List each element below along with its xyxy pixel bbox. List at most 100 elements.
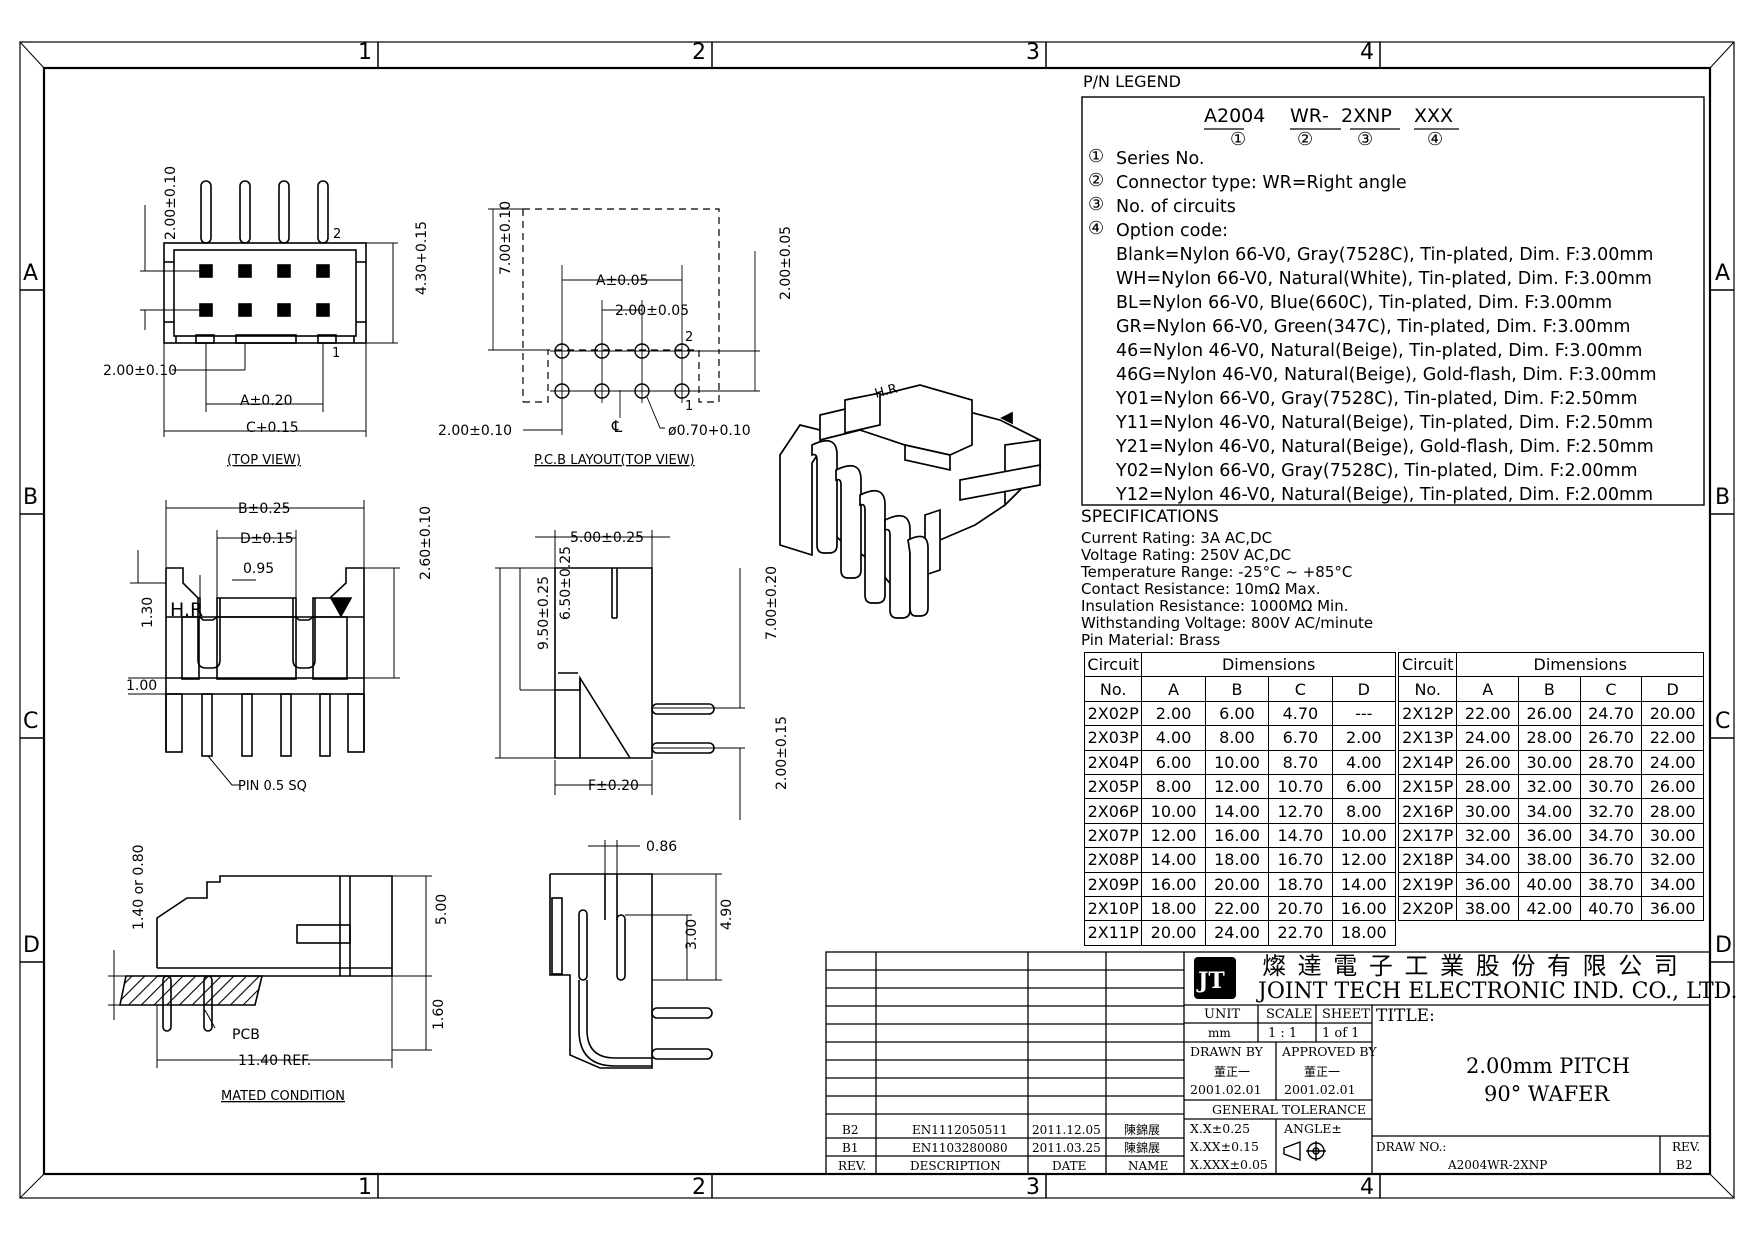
th-b: B — [1204, 676, 1270, 702]
dimension-cell: 36.70 — [1579, 847, 1643, 873]
legend-option-line: Blank=Nylon 66-V0, Gray(7528C), Tin-plat… — [1116, 245, 1654, 265]
th-no: No. — [1397, 676, 1458, 702]
marker-4: ④ — [1427, 129, 1444, 150]
spec-line: Pin Material: Brass — [1081, 631, 1221, 649]
marker-3: ③ — [1357, 129, 1374, 150]
dimension-cell: 6.00 — [1204, 700, 1270, 727]
pcb-dim-7-00: 7.00±0.10 — [498, 201, 514, 275]
part-code-circuits: 2XNP — [1341, 105, 1392, 127]
tv-dim-4-30: 4.30+0.15 — [414, 221, 430, 295]
company-name-cn: 燦 達 電 子 工 業 股 份 有 限 公 司 — [1262, 952, 1680, 980]
th-d: D — [1641, 676, 1704, 702]
unit-label: UNIT — [1204, 1007, 1241, 1022]
dimension-cell: 38.00 — [1518, 847, 1581, 873]
dimension-cell: 20.70 — [1268, 895, 1333, 922]
top-view-drawing — [140, 180, 398, 437]
dimension-cell: 4.70 — [1268, 700, 1333, 727]
fv-pin-label: PIN 0.5 SQ — [238, 779, 307, 794]
inner-frame — [42, 66, 1712, 1176]
marker-2: ② — [1297, 129, 1314, 150]
tv-dim-c: C+0.15 — [246, 420, 299, 436]
spec-line: Current Rating: 3A AC,DC — [1081, 529, 1273, 547]
drawn-date: 2001.02.01 — [1190, 1082, 1262, 1097]
spec-line: Withstanding Voltage: 800V AC/minute — [1081, 614, 1374, 632]
drawing-title-line1: 2.00mm PITCH — [1466, 1054, 1631, 1078]
dimension-cell: 16.70 — [1268, 847, 1333, 873]
dimension-cell: 4.00 — [1141, 725, 1206, 751]
general-tolerance-label: GENERAL TOLERANCE — [1212, 1102, 1366, 1117]
th-circuit: Circuit — [1083, 651, 1143, 678]
dimension-cell: 2.00 — [1141, 700, 1206, 727]
zone-col-1-bottom: 1 — [358, 1175, 372, 1200]
dimension-cell: 2.00 — [1331, 725, 1397, 751]
dimension-cell: 12.70 — [1268, 798, 1333, 824]
zone-col-2-bottom: 2 — [692, 1175, 706, 1200]
zone-col-3-bottom: 3 — [1026, 1175, 1040, 1200]
dimension-cell: 22.00 — [1204, 895, 1270, 922]
sv-dim-f: F±0.20 — [588, 778, 639, 794]
legend-option-line: Y02=Nylon 66-V0, Gray(7528C), Tin-plated… — [1116, 461, 1638, 481]
outer-frame — [19, 41, 1735, 1199]
dimension-cell: 18.00 — [1141, 895, 1206, 922]
legend-option-line: 46=Nylon 46-V0, Natural(Beige), Tin-plat… — [1116, 341, 1643, 361]
dimension-cell: 30.00 — [1518, 749, 1581, 775]
circuit-cell: 2X07P — [1083, 822, 1143, 849]
th-a: A — [1141, 676, 1206, 702]
zone-row-a-right: A — [1715, 261, 1731, 286]
sv-dim-950: 9.50±0.25 — [536, 576, 552, 650]
angle-label: ANGLE± — [1284, 1121, 1342, 1136]
zone-col-3-top: 3 — [1026, 40, 1040, 65]
scale-value: 1 : 1 — [1268, 1026, 1298, 1041]
draw-no-label: DRAW NO.: — [1376, 1140, 1447, 1154]
dimension-cell: 8.70 — [1268, 749, 1333, 775]
circuit-cell: 2X18P — [1397, 847, 1458, 873]
spec-line: Temperature Range: -25°C ~ +85°C — [1081, 563, 1353, 581]
tolerance-1: X.X±0.25 — [1190, 1121, 1251, 1136]
approved-by-label: APPROVED BY — [1282, 1044, 1377, 1059]
pcb-dim-2-00-10: 2.00±0.10 — [438, 423, 512, 439]
dimension-cell: 30.70 — [1579, 773, 1643, 800]
company-logo: JT — [1194, 957, 1236, 999]
dimension-cell: 20.00 — [1641, 700, 1704, 727]
dimension-cell: 26.70 — [1579, 725, 1643, 751]
title-label: TITLE: — [1376, 1006, 1435, 1026]
pcb-dim-hole: ø0.70+0.10 — [668, 423, 751, 439]
rev-label: REV. — [1672, 1140, 1701, 1154]
dimension-cell: --- — [1331, 700, 1397, 727]
fv-dim-095: 0.95 — [243, 561, 274, 577]
pcb-dim-a: A±0.05 — [596, 273, 648, 289]
sheet-label: SHEET — [1322, 1007, 1370, 1022]
circuit-cell: 2X15P — [1397, 773, 1458, 800]
dimension-cell: 26.00 — [1456, 749, 1520, 775]
part-code-option: XXX — [1414, 105, 1454, 127]
dimension-cell: 32.00 — [1518, 773, 1581, 800]
dimension-cell: 10.00 — [1331, 822, 1397, 849]
zone-row-a-left: A — [23, 261, 39, 286]
pcb-layout-drawing — [488, 208, 760, 435]
approved-by-name: 董正一 — [1304, 1065, 1341, 1079]
dimension-cell: 34.00 — [1641, 871, 1704, 897]
th-dimensions: Dimensions — [1456, 651, 1704, 678]
mv-pcb-label: PCB — [232, 1027, 260, 1043]
dimension-cell: 8.00 — [1141, 773, 1206, 800]
dimension-cell: 6.00 — [1331, 773, 1397, 800]
legend-line: Option code: — [1116, 221, 1229, 241]
legend-option-line: Y11=Nylon 46-V0, Natural(Beige), Tin-pla… — [1116, 413, 1654, 433]
dimension-cell: 40.70 — [1579, 895, 1643, 922]
circuit-cell: 2X12P — [1397, 700, 1458, 727]
dimension-cell: 28.00 — [1456, 773, 1520, 800]
dimension-cell: 18.00 — [1204, 847, 1270, 873]
dimension-cell: 22.70 — [1268, 920, 1333, 946]
circuit-cell: 2X17P — [1397, 822, 1458, 849]
circuit-cell: 2X10P — [1083, 895, 1143, 922]
sheet-value: 1 of 1 — [1322, 1026, 1360, 1041]
legend-marker-1: ① — [1088, 146, 1105, 167]
mv-dim-1140: 11.40 REF. — [238, 1053, 311, 1069]
